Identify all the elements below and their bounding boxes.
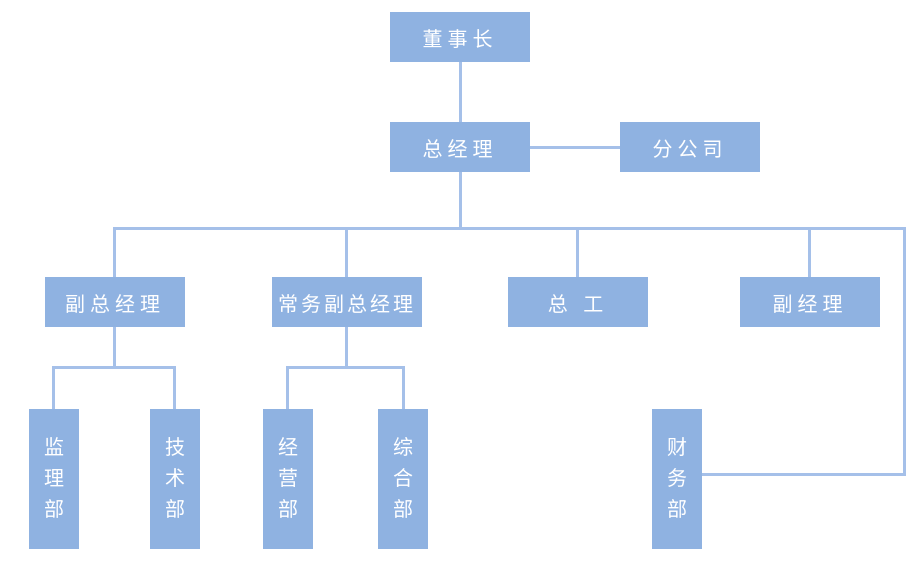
org-node-label: 副经理 [772, 293, 848, 316]
connector-chairman-gm [459, 62, 462, 123]
connector-operations-drop [286, 366, 289, 409]
org-node-label: 分公司 [652, 138, 728, 161]
org-node-executive-deputy-gm: 常务副总经理 [272, 277, 422, 327]
connector-deputy-gm-stem [113, 327, 116, 368]
org-node-finance-dept: 财务部 [652, 409, 702, 549]
connector-bus-deputy-manager [808, 227, 811, 277]
org-node-chief-engineer: 总 工 [508, 277, 648, 327]
org-node-general-affairs-dept: 综合部 [378, 409, 428, 549]
org-node-label: 常务副总经理 [278, 293, 416, 316]
connector-gm-branch [530, 146, 620, 149]
connector-exec-deputy-gm-bar [286, 366, 405, 369]
org-node-general-manager: 总经理 [390, 122, 530, 172]
org-node-supervision-dept: 监理部 [29, 409, 79, 549]
org-node-label: 董事长 [422, 28, 498, 51]
connector-bus-horizontal [113, 227, 906, 230]
org-node-deputy-gm: 副总经理 [45, 277, 185, 327]
org-node-label: 监理部 [44, 436, 64, 521]
connector-exec-deputy-gm-stem [345, 327, 348, 368]
connector-bus-deputy-gm [113, 227, 116, 277]
connector-bus-chief-engineer [576, 227, 579, 277]
org-node-branch-company: 分公司 [620, 122, 760, 172]
org-node-label: 财务部 [667, 436, 687, 521]
org-node-deputy-manager: 副经理 [740, 277, 880, 327]
connector-general-affairs-drop [402, 366, 405, 409]
org-node-label: 总 工 [547, 293, 609, 316]
org-node-chairman: 董事长 [390, 12, 530, 62]
connector-technology-drop [173, 366, 176, 409]
org-node-label: 技术部 [165, 436, 185, 521]
connector-finance-horizontal [702, 473, 906, 476]
connector-bus-right-drop [903, 227, 906, 476]
org-node-operations-dept: 经营部 [263, 409, 313, 549]
org-node-label: 副总经理 [65, 293, 165, 316]
connector-supervision-drop [52, 366, 55, 409]
org-node-label: 经营部 [278, 436, 298, 521]
connector-gm-bus [459, 172, 462, 230]
org-node-technology-dept: 技术部 [150, 409, 200, 549]
org-node-label: 总经理 [422, 138, 498, 161]
connector-deputy-gm-bar [52, 366, 176, 369]
connector-bus-exec-deputy-gm [345, 227, 348, 277]
org-node-label: 综合部 [393, 436, 413, 521]
